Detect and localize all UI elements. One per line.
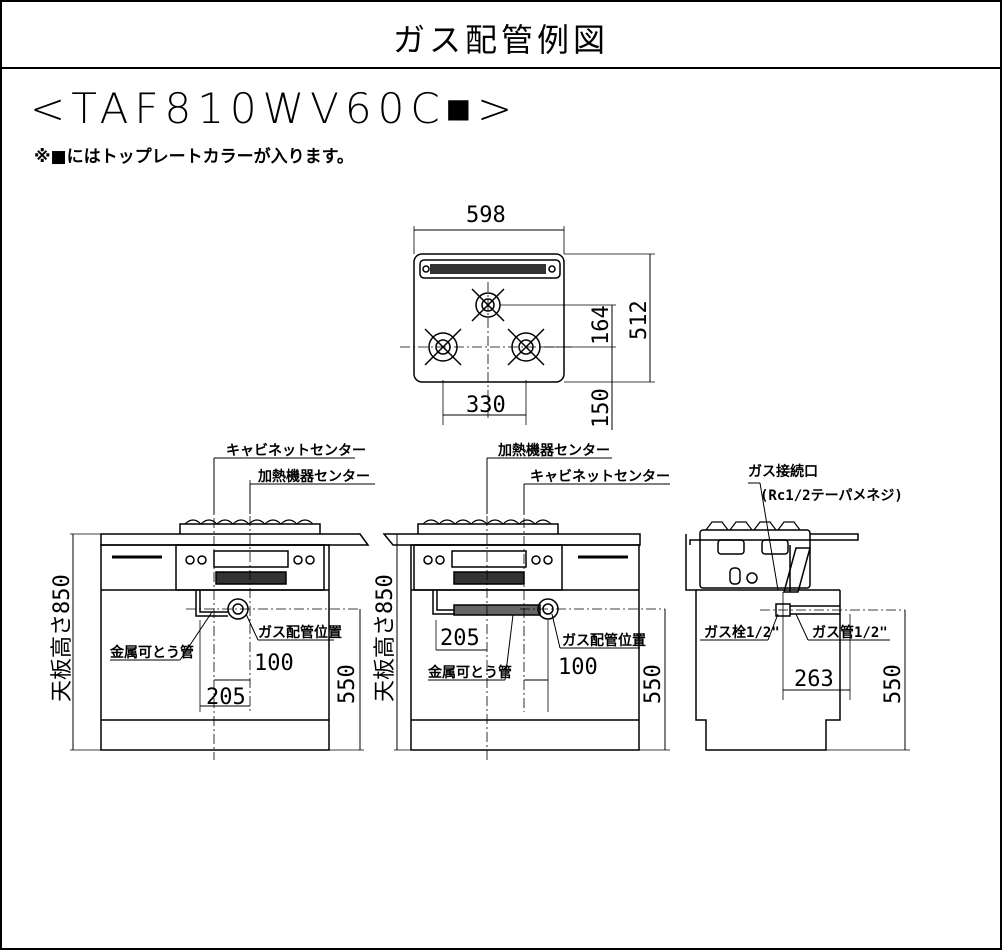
left-flex-pipe-label: 金属可とう管 (109, 644, 194, 661)
left-dim-205: 205 (206, 685, 246, 710)
left-gas-position-label: ガス配管位置 (258, 624, 342, 641)
side-gas-inlet-label: ガス接続口 (748, 463, 818, 480)
left-front-view (70, 457, 375, 760)
dim-burner-spacing: 330 (466, 393, 506, 418)
middle-front-view (382, 457, 670, 760)
middle-flex-pipe-label: 金属可とう管 (427, 664, 512, 681)
middle-heater-center-label: 加熱機器センター (497, 442, 610, 459)
middle-dim-100: 100 (558, 655, 598, 680)
middle-cabinet-center-label: キャビネットセンター (530, 469, 670, 485)
middle-gas-position-label: ガス配管位置 (562, 632, 646, 649)
dim-width: 598 (466, 203, 506, 228)
left-height-label: 天板高さ850 (50, 574, 75, 702)
color-note: ※■にはトップレートカラーが入ります。 (34, 147, 354, 167)
middle-dim-550: 550 (641, 664, 666, 704)
side-dim-550: 550 (881, 664, 906, 704)
page-title: ガス配管例図 (392, 21, 609, 59)
middle-height-label: 天板高さ850 (373, 574, 398, 702)
dim-burner-offset: 164 (589, 305, 614, 345)
dim-depth: 512 (627, 300, 652, 340)
side-gas-cock-label: ガス栓1/2" (704, 624, 780, 641)
left-dim-550: 550 (335, 664, 360, 704)
dim-front-offset: 150 (589, 388, 614, 428)
middle-dim-205: 205 (440, 626, 480, 651)
side-view (685, 482, 910, 751)
left-dim-100: 100 (254, 651, 294, 676)
left-heater-center-label: 加熱機器センター (257, 468, 370, 485)
side-gas-pipe-label: ガス管1/2" (812, 624, 888, 641)
side-thread-label: (Rc1/2テーパメネジ) (760, 488, 903, 504)
side-dim-263: 263 (794, 667, 834, 692)
model-number: <TAF810WV60C■> (30, 84, 519, 133)
left-cabinet-center-label: キャビネットセンター (226, 443, 366, 459)
top-view (400, 226, 655, 430)
